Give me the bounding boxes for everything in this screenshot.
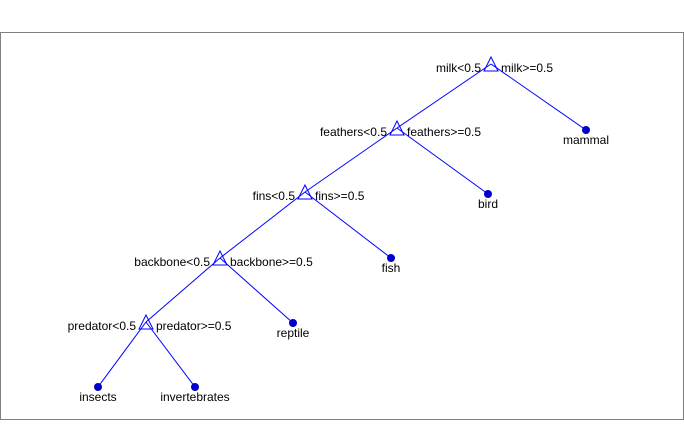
- tree-edge: [145, 321, 196, 388]
- plot-border: [0, 32, 684, 420]
- leaf-node: invertebrates: [160, 383, 230, 404]
- tree-view-frame: milk<0.5 milk>=0.5 feathers<0.5 feathers>=0…: [0, 32, 684, 420]
- split-node-triangle: [138, 313, 154, 330]
- split-rule-right: feathers>=0.5: [407, 125, 481, 139]
- split-rule-right: backbone>=0.5: [230, 255, 313, 269]
- split-node-triangle: [483, 55, 499, 72]
- split-node: backbone<0.5 backbone>=0.5: [134, 249, 313, 269]
- leaf-label: mammal: [563, 133, 609, 147]
- split-rule-right: milk>=0.5: [501, 61, 553, 75]
- leaf-node: insects: [79, 383, 117, 404]
- split-rule-left: fins<0.5: [253, 189, 296, 203]
- split-rule-left: predator<0.5: [68, 319, 137, 333]
- tree-edge: [304, 191, 392, 259]
- split-node-triangle: [212, 249, 228, 266]
- split-rule-left: milk<0.5: [436, 61, 481, 75]
- leaf-node-marker: [191, 383, 199, 391]
- tree-edge: [304, 127, 398, 193]
- split-node: predator<0.5 predator>=0.5: [68, 313, 232, 333]
- leaf-label: invertebrates: [160, 390, 229, 404]
- tree-edge: [145, 257, 221, 323]
- tree-edge: [97, 321, 147, 388]
- leaf-label: bird: [478, 197, 498, 211]
- split-rule-right: predator>=0.5: [156, 319, 232, 333]
- split-node: feathers<0.5 feathers>=0.5: [320, 119, 481, 139]
- leaf-node: mammal: [563, 126, 609, 147]
- tree-edge: [396, 127, 489, 195]
- split-node-triangle: [389, 119, 405, 136]
- leaf-node-marker: [387, 254, 395, 262]
- nodes-layer: milk<0.5 milk>=0.5 feathers<0.5 feathers>=0…: [68, 55, 609, 404]
- split-rule-right: fins>=0.5: [315, 189, 365, 203]
- leaf-node-marker: [582, 126, 590, 134]
- leaf-label: fish: [382, 261, 401, 275]
- split-rule-left: feathers<0.5: [320, 125, 387, 139]
- leaf-node: bird: [478, 190, 498, 211]
- leaf-label: insects: [79, 390, 116, 404]
- split-node-triangle: [297, 183, 313, 200]
- tree-edge: [219, 191, 306, 259]
- leaf-node-marker: [289, 319, 297, 327]
- tree-edge: [219, 257, 294, 324]
- leaf-label: reptile: [277, 326, 310, 340]
- split-node: fins<0.5 fins>=0.5: [253, 183, 365, 203]
- leaf-node: fish: [382, 254, 401, 275]
- tree-edge: [396, 63, 492, 129]
- leaf-node-marker: [484, 190, 492, 198]
- leaf-node: reptile: [277, 319, 310, 340]
- split-node: milk<0.5 milk>=0.5: [436, 55, 553, 75]
- tree-edge: [490, 63, 587, 131]
- edges-layer: [97, 63, 587, 388]
- leaf-node-marker: [94, 383, 102, 391]
- split-rule-left: backbone<0.5: [134, 255, 210, 269]
- decision-tree-diagram: milk<0.5 milk>=0.5 feathers<0.5 feathers>=0…: [0, 32, 684, 420]
